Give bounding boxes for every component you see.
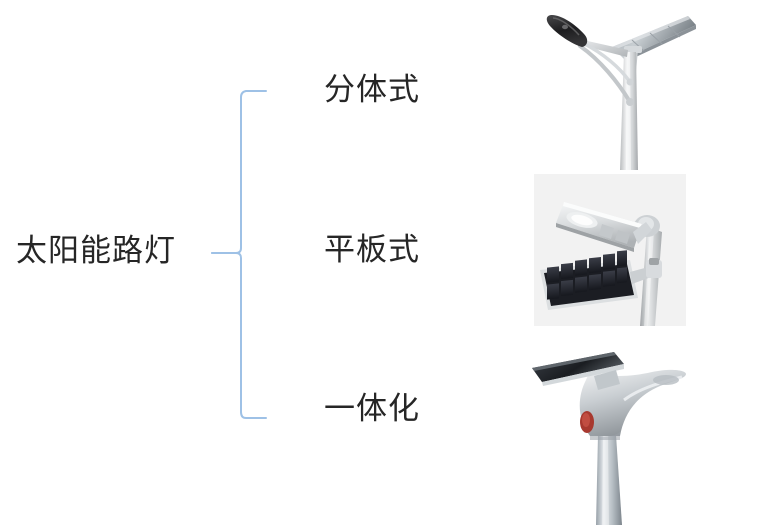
root-node-label: 太阳能路灯 (16, 233, 176, 268)
branch-label-split-type: 分体式 (324, 72, 420, 107)
brace-connector (211, 90, 267, 419)
branch-label-integrated-type: 一体化 (324, 391, 420, 426)
branch-label-flat-panel-type: 平板式 (324, 232, 420, 267)
photo-flat-panel-street-light (534, 174, 686, 326)
photo-integrated-street-light (520, 340, 700, 525)
photo-split-type-street-light (520, 2, 700, 170)
